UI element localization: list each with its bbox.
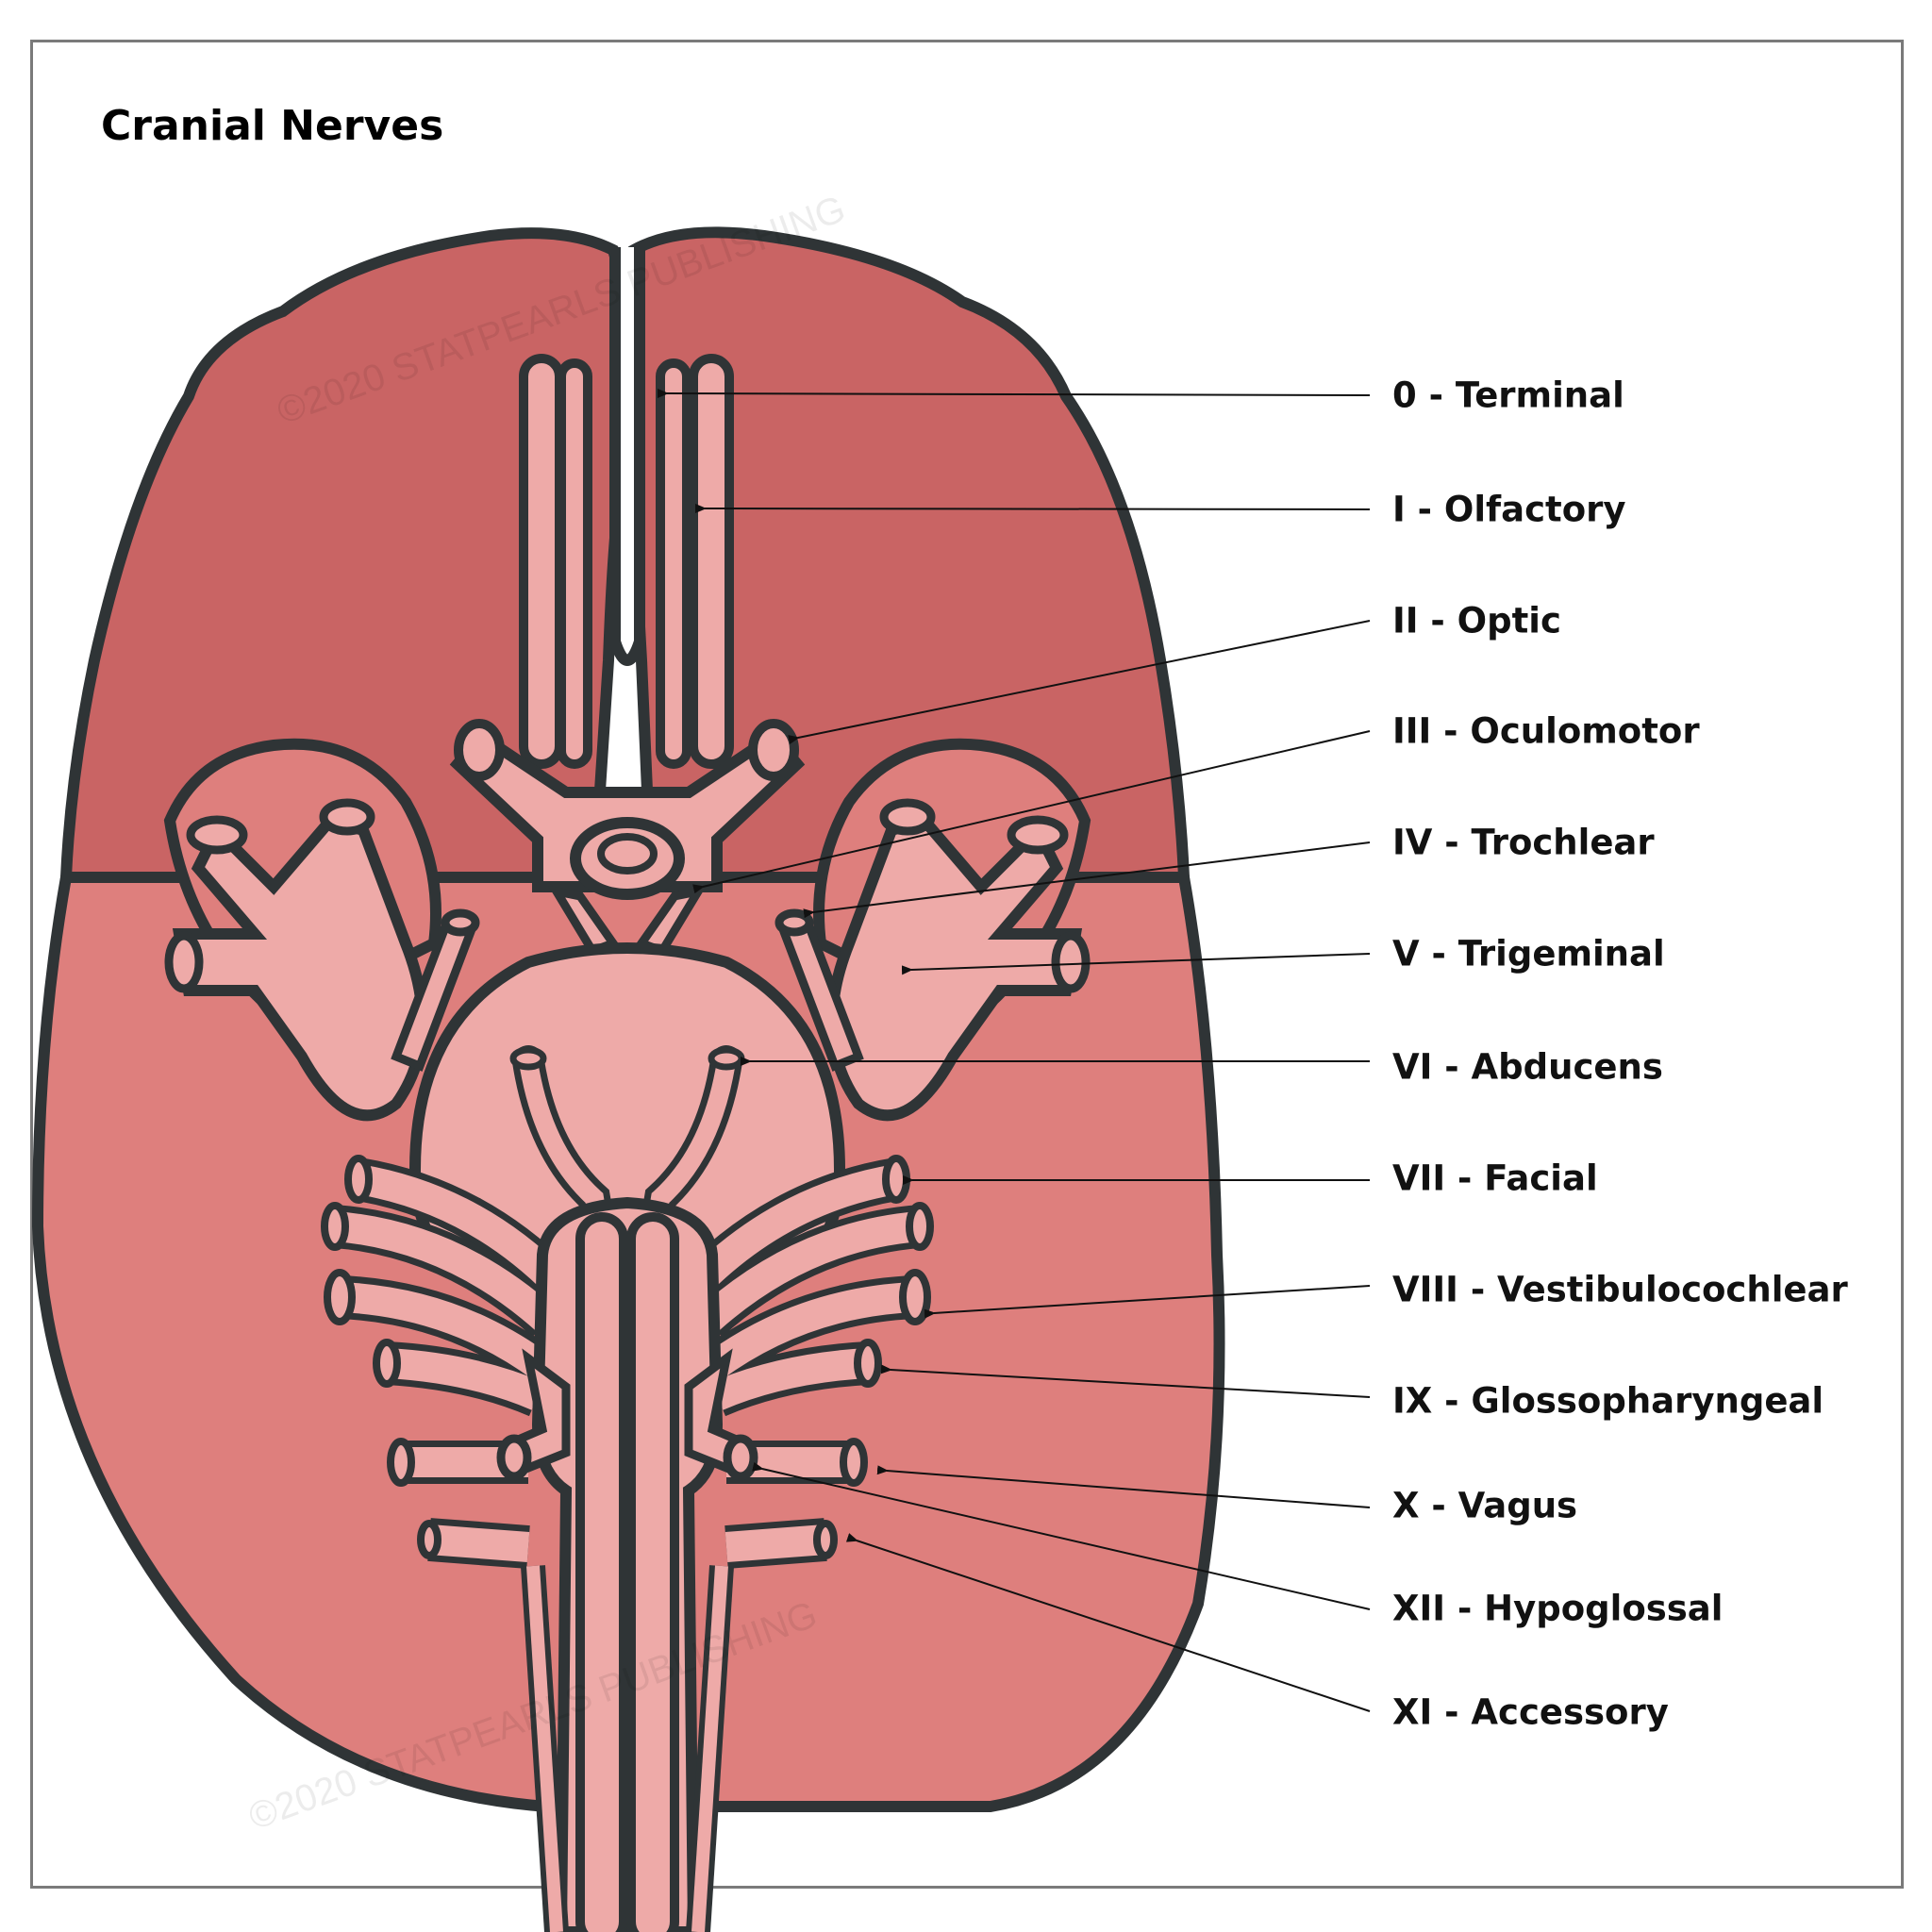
leader-hypoglossal xyxy=(752,1461,1371,1610)
label-vagus: X - Vagus xyxy=(1392,1485,1578,1526)
label-glossopharyngeal: IX - Glossopharyngeal xyxy=(1392,1380,1824,1422)
lower-cranial-nerves xyxy=(321,1155,934,1569)
leader-accessory xyxy=(845,1533,1371,1712)
leader-vagus xyxy=(876,1465,1371,1508)
label-optic: II - Optic xyxy=(1392,600,1561,641)
trochlear-nerves xyxy=(391,908,864,1072)
left-frontal-lobe xyxy=(59,227,628,883)
label-olfactory: I - Olfactory xyxy=(1392,489,1626,530)
olfactory-tracts xyxy=(519,354,734,769)
label-accessory: XI - Accessory xyxy=(1392,1691,1669,1733)
leader-glossopharyngeal xyxy=(880,1364,1371,1398)
leader-trochlear xyxy=(803,841,1371,919)
longitudinal-fissure xyxy=(609,247,645,666)
label-vestibulocochlear: VIII - Vestibulocochlear xyxy=(1392,1269,1848,1310)
optic-chiasm xyxy=(449,728,806,892)
spinal-cord xyxy=(575,1212,679,1932)
label-trigeminal: V - Trigeminal xyxy=(1392,933,1665,974)
leader-trigeminal xyxy=(901,953,1371,975)
label-terminal: 0 - Terminal xyxy=(1392,375,1624,416)
leader-optic xyxy=(788,620,1371,744)
left-trigeminal-nerve xyxy=(172,814,428,1122)
figure-frame xyxy=(30,40,1904,1889)
label-facial: VII - Facial xyxy=(1392,1158,1598,1199)
leader-lines xyxy=(657,388,1371,1712)
label-trochlear: IV - Trochlear xyxy=(1392,822,1655,863)
label-oculomotor: III - Oculomotor xyxy=(1392,710,1700,752)
leader-olfactory xyxy=(694,503,1371,513)
leader-terminal xyxy=(657,388,1371,398)
hypoglossal-nerves xyxy=(496,1348,758,1481)
leader-oculomotor xyxy=(692,730,1371,894)
leader-vestibulocochlear xyxy=(924,1285,1371,1319)
figure-title: Cranial Nerves xyxy=(101,102,444,150)
label-abducens: VI - Abducens xyxy=(1392,1046,1663,1088)
label-hypoglossal: XII - Hypoglossal xyxy=(1392,1588,1724,1629)
